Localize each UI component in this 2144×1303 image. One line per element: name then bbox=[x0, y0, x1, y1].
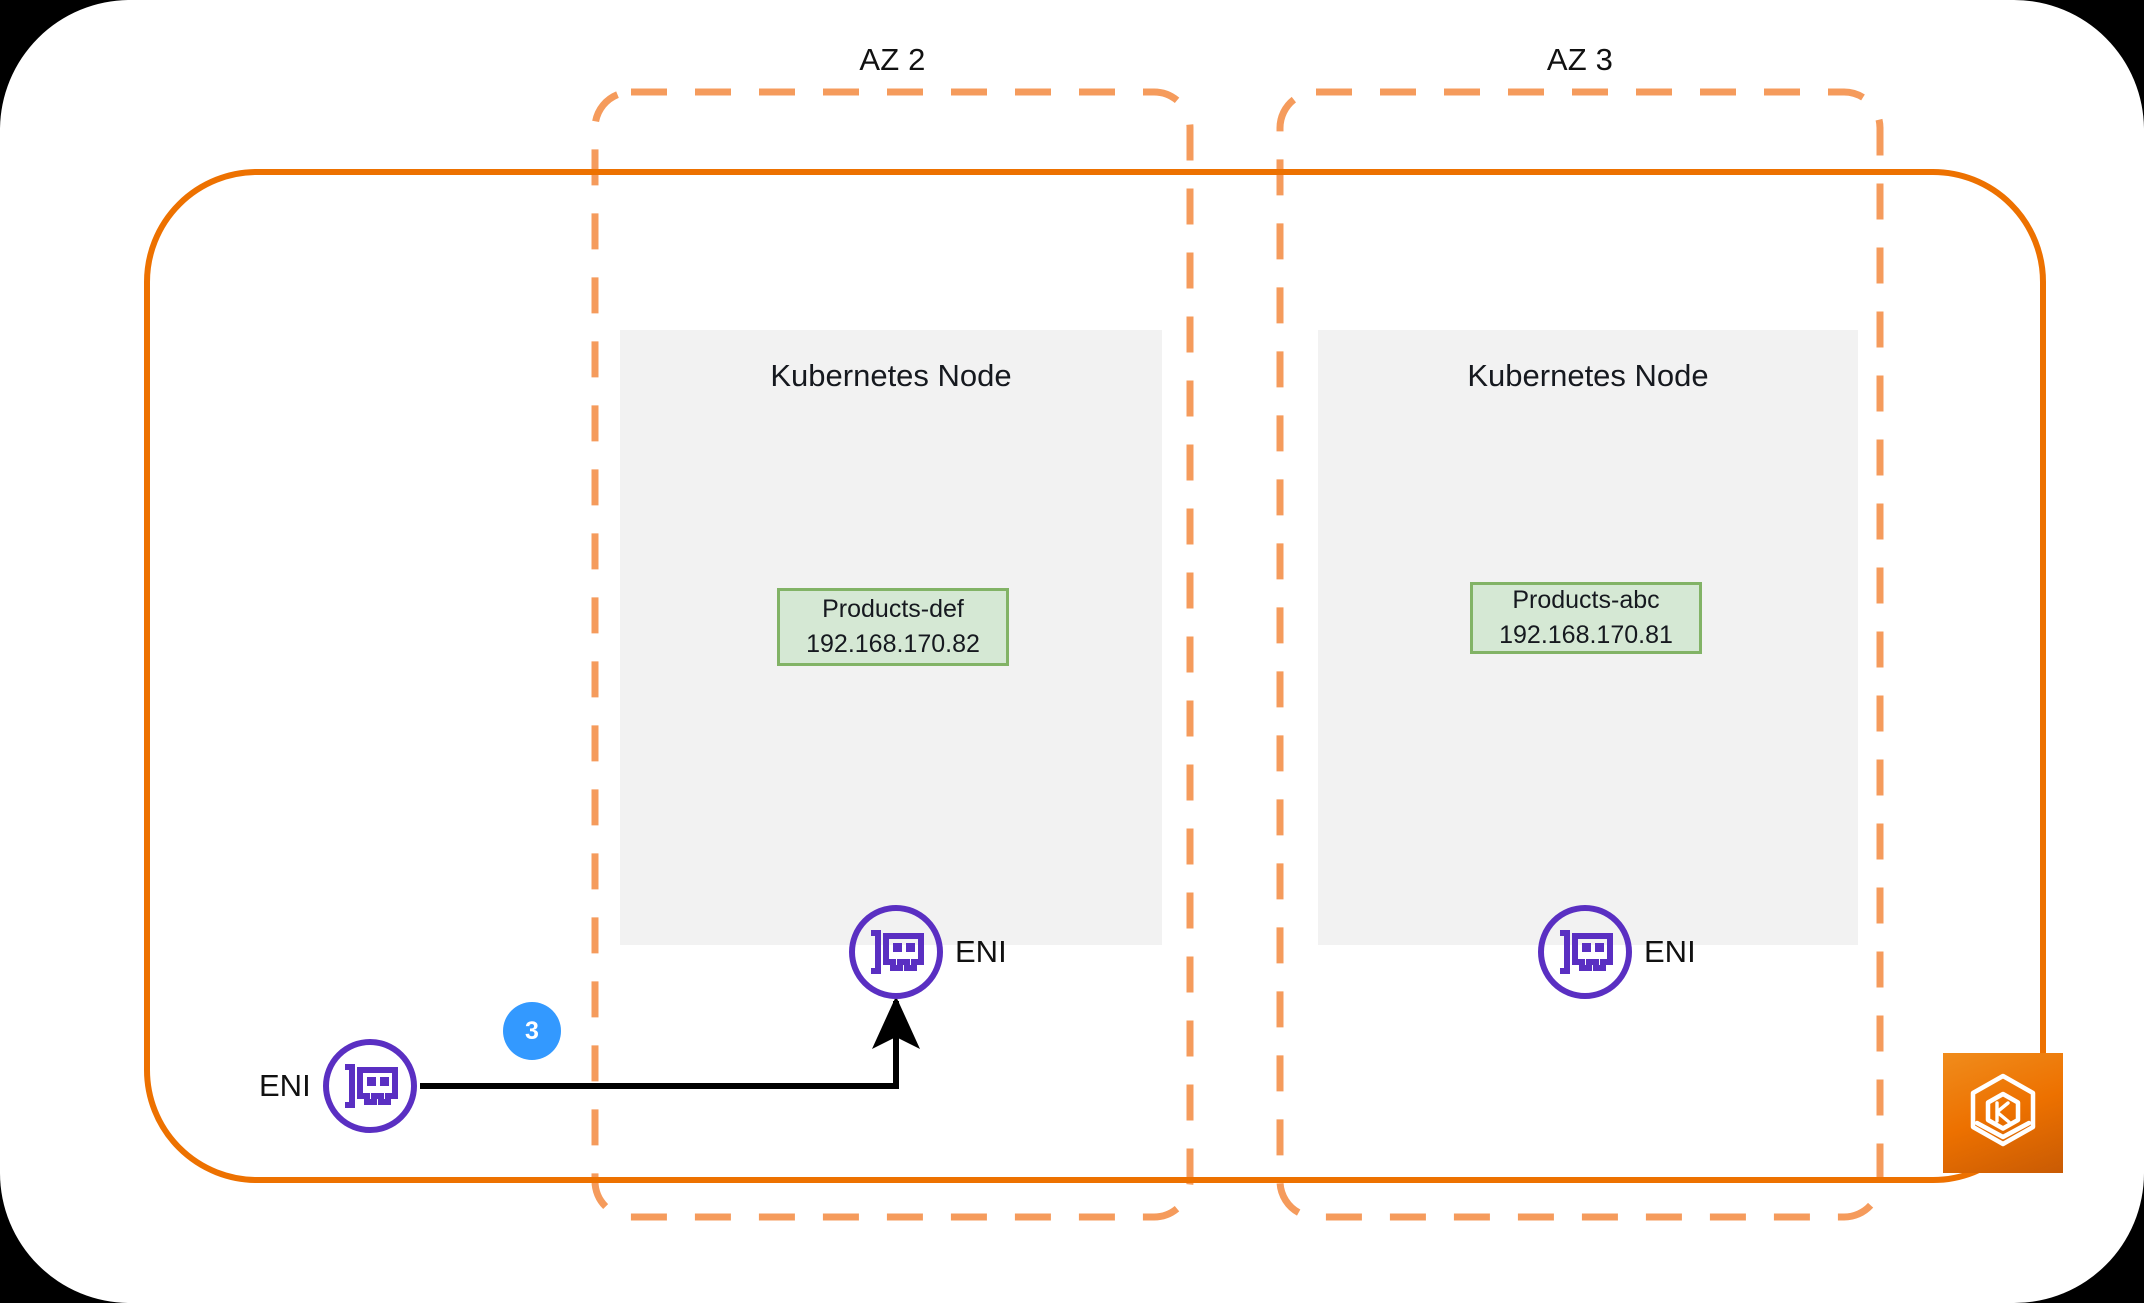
az3-boundary bbox=[1276, 88, 1884, 1221]
pod-products-def: Products-def 192.168.170.82 bbox=[777, 588, 1009, 666]
node-az2-eni[interactable]: ENI bbox=[849, 905, 1007, 999]
ingress-eni[interactable]: ENI bbox=[259, 1039, 417, 1133]
connector-ingress-to-node-eni bbox=[420, 996, 921, 1089]
eks-logo-icon bbox=[1943, 1053, 2063, 1173]
network-interface-card-icon bbox=[1538, 905, 1632, 999]
az2-boundary bbox=[591, 88, 1194, 1221]
vpc-boundary bbox=[144, 169, 2046, 1183]
pod-products-abc: Products-abc 192.168.170.81 bbox=[1470, 582, 1702, 654]
node-az2-title: Kubernetes Node bbox=[770, 358, 1012, 393]
node-az3-eni-label: ENI bbox=[1644, 934, 1696, 969]
node-az3-eni[interactable]: ENI bbox=[1538, 905, 1696, 999]
pod-products-abc-name: Products-abc bbox=[1512, 586, 1660, 615]
network-interface-card-icon bbox=[322, 1039, 417, 1133]
node-az2-eni-label: ENI bbox=[955, 934, 1007, 969]
az2-label: AZ 2 bbox=[859, 42, 926, 77]
ingress-eni-label: ENI bbox=[259, 1068, 311, 1103]
network-interface-card-icon bbox=[849, 905, 943, 999]
step-badge-3: 3 bbox=[503, 1002, 561, 1060]
node-az3-title: Kubernetes Node bbox=[1467, 358, 1709, 393]
pod-products-def-ip: 192.168.170.82 bbox=[806, 630, 980, 658]
pod-products-abc-ip: 192.168.170.81 bbox=[1499, 621, 1673, 649]
az3-label: AZ 3 bbox=[1546, 42, 1614, 77]
pod-products-def-name: Products-def bbox=[822, 595, 964, 624]
